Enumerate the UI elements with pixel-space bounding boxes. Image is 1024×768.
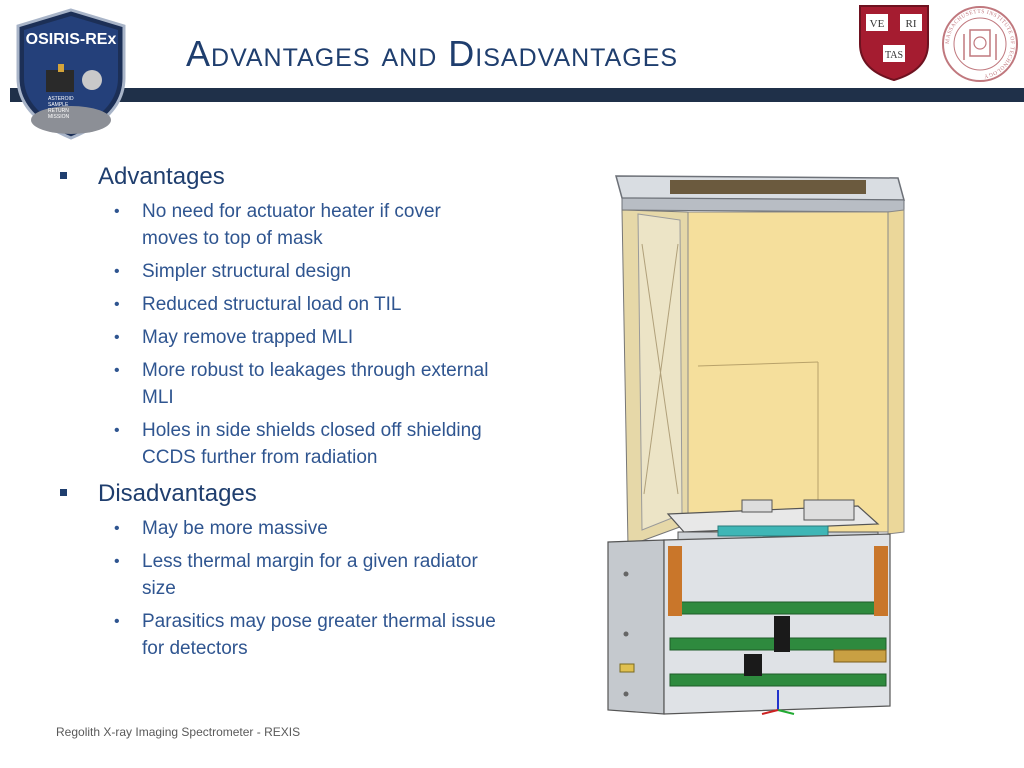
list-item: • Holes in side shields closed off shield… — [58, 417, 498, 471]
harvard-shield-logo: VE RI TAS — [859, 5, 929, 82]
list-item: • More robust to leakages through externa… — [58, 357, 498, 411]
list-item: • Simpler structural design — [58, 258, 498, 285]
section-heading-text: Advantages — [98, 163, 225, 190]
list-item-text: Holes in side shields closed off shieldi… — [142, 420, 482, 468]
list-item: • No need for actuator heater if cover mo… — [58, 198, 498, 252]
osiris-logo-name: OSIRIS-REx — [26, 31, 117, 48]
square-bullet-icon — [60, 172, 67, 179]
harvard-text-tas: TAS — [885, 50, 903, 61]
osiris-rex-logo: OSIRIS-REx ASTEROID SAMPLE RETURN MISSIO… — [16, 8, 126, 140]
section-heading-disadvantages: Disadvantages — [58, 479, 498, 509]
bullet-dot-icon: • — [114, 329, 120, 346]
page-title: Advantages and Disadvantages — [186, 33, 679, 74]
list-item-text: May be more massive — [142, 518, 328, 539]
list-item-text: Simpler structural design — [142, 261, 352, 282]
osiris-logo-line-2: SAMPLE — [48, 102, 69, 108]
osiris-logo-line-3: RETURN — [48, 108, 69, 114]
bullet-dot-icon: • — [114, 553, 120, 570]
harvard-text-ve: VE — [870, 18, 885, 30]
bullet-dot-icon: • — [114, 613, 120, 630]
bullet-dot-icon: • — [114, 296, 120, 313]
bullet-dot-icon: • — [114, 362, 120, 379]
list-item: • May remove trapped MLI — [58, 324, 498, 351]
list-item: • Less thermal margin for a given radiato… — [58, 548, 498, 602]
list-item-text: More robust to leakages through external… — [142, 360, 489, 408]
instrument-cad-illustration — [607, 175, 905, 715]
list-item: • Reduced structural load on TIL — [58, 291, 498, 318]
section-heading-advantages: Advantages — [58, 162, 498, 192]
list-item-text: Less thermal margin for a given radiator… — [142, 551, 478, 599]
list-item-text: No need for actuator heater if cover mov… — [142, 201, 441, 249]
bullet-dot-icon: • — [114, 520, 120, 537]
footer-text: Regolith X-ray Imaging Spectrometer - RE… — [56, 725, 301, 739]
section-heading-text: Disadvantages — [98, 480, 257, 507]
osiris-logo-line-4: MISSION — [48, 114, 70, 120]
square-bullet-icon — [60, 489, 67, 496]
osiris-logo-line-1: ASTEROID — [48, 96, 74, 102]
list-item-text: Reduced structural load on TIL — [142, 294, 402, 315]
list-item: • May be more massive — [58, 515, 498, 542]
list-item-text: Parasitics may pose greater thermal issu… — [142, 611, 496, 659]
list-item-text: May remove trapped MLI — [142, 327, 354, 348]
harvard-text-ri: RI — [906, 18, 917, 30]
bullet-dot-icon: • — [114, 263, 120, 280]
header-bar — [10, 88, 1024, 102]
bullet-dot-icon: • — [114, 203, 120, 220]
list-item: • Parasitics may pose greater thermal iss… — [58, 608, 498, 662]
bullet-content: Advantages • No need for actuator heater … — [58, 162, 498, 668]
mit-seal-logo: MASSACHUSETTS INSTITUTE OF TECHNOLOGY — [942, 6, 1018, 82]
bullet-dot-icon: • — [114, 422, 120, 439]
